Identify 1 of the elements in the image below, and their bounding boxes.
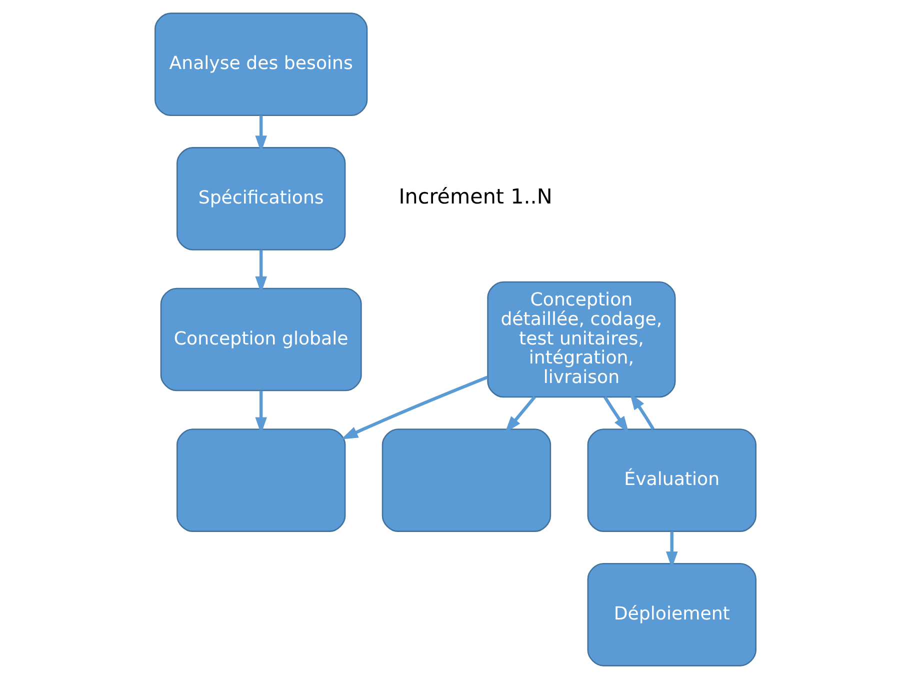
- label: Incrément 1..N: [398, 184, 552, 209]
